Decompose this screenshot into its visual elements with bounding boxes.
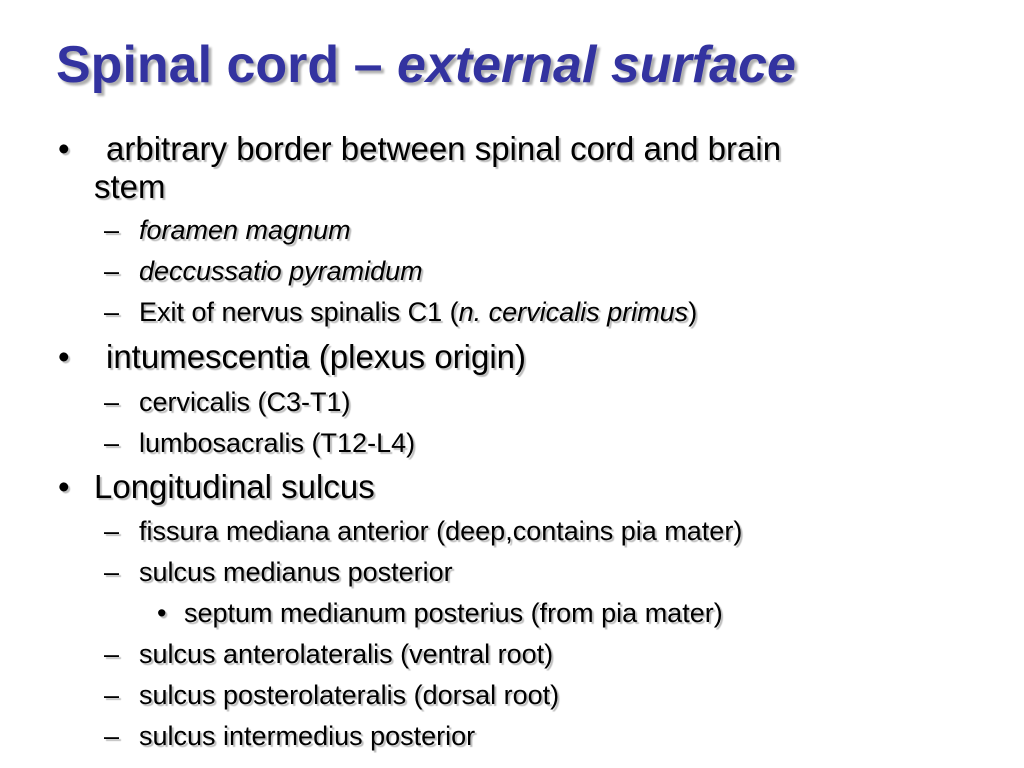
sub-bullet-text: lumbosacralis (T12-L4) <box>139 428 416 458</box>
sub-bullet-marker: – <box>104 428 120 458</box>
title-main: Spinal cord – <box>56 36 397 94</box>
bullet-marker: • <box>58 468 70 505</box>
sub-bullet-text: sulcus intermedius posterior <box>139 721 476 751</box>
sub-bullet-text-italic: n. cervicalis primus <box>458 297 689 327</box>
bullet-marker: • <box>58 338 70 375</box>
title-italic: external surface <box>396 36 796 94</box>
sub-bullet-marker: – <box>104 256 120 286</box>
sub-sub-bullet-text: septum medianum posterius (from pia mate… <box>184 598 723 628</box>
sub-bullet-text: sulcus posterolateralis (dorsal root) <box>139 680 560 710</box>
sub-bullet-marker: – <box>104 387 120 417</box>
sub-bullet-text: cervicalis (C3-T1) <box>139 387 351 417</box>
sub-bullet-marker: – <box>104 680 120 710</box>
sub-bullet-marker: – <box>104 516 120 546</box>
bullet-text: arbitrary border between spinal cord and… <box>106 130 782 167</box>
bullet-text-continued: stem <box>94 168 166 205</box>
sub-bullet-marker: – <box>104 721 120 751</box>
sub-bullet-marker: – <box>104 297 120 327</box>
sub-bullet-text-pre: Exit of nervus spinalis C1 ( <box>139 297 459 327</box>
sub-bullet-text: sulcus medianus posterior <box>139 557 453 587</box>
bullet-text: intumescentia (plexus origin) <box>106 338 527 375</box>
sub-bullet-marker: – <box>104 639 120 669</box>
sub-sub-bullet-marker: • <box>157 598 167 628</box>
bullet-text: Longitudinal sulcus <box>94 468 375 505</box>
sub-bullet-text: fissura mediana anterior (deep,contains … <box>139 516 743 546</box>
sub-bullet-text: foramen magnum <box>139 215 351 245</box>
slide-title: Spinal cord – external surface <box>56 30 796 100</box>
bullet-marker: • <box>58 130 70 167</box>
sub-bullet-text: Exit of nervus spinalis C1 (n. cervicali… <box>139 296 697 328</box>
sub-bullet-marker: – <box>104 557 120 587</box>
sub-bullet-text: sulcus anterolateralis (ventral root) <box>139 639 554 669</box>
sub-bullet-text-post: ) <box>688 297 698 327</box>
sub-bullet-marker: – <box>104 215 120 245</box>
sub-bullet-text: deccussatio pyramidum <box>139 256 423 286</box>
